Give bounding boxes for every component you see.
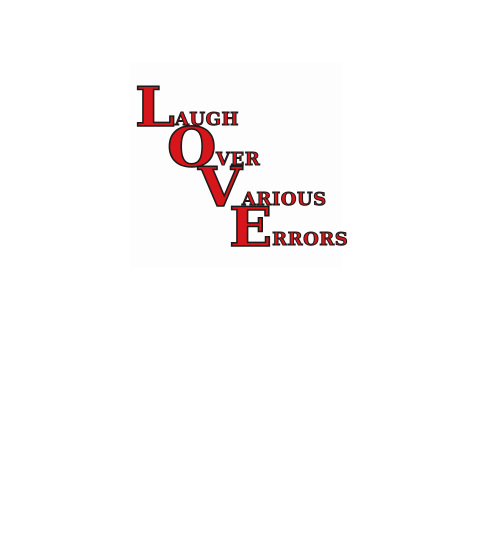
- word-laugh-initial: L: [134, 75, 175, 139]
- word-errors-rest: RRORS: [272, 228, 349, 250]
- word-various-rest: ARIOUS: [241, 188, 327, 210]
- word-laugh-rest: AUGH: [174, 108, 240, 130]
- word-over: O VER: [166, 115, 261, 179]
- word-errors-initial: E: [228, 195, 273, 259]
- word-various-initial: V: [197, 155, 243, 219]
- love-acronym-artwork: [130, 62, 342, 268]
- word-laugh: L AUGH: [134, 75, 240, 139]
- word-over-rest: VER: [216, 148, 261, 170]
- word-various: V ARIOUS: [197, 155, 327, 219]
- word-over-initial: O: [166, 115, 217, 179]
- word-errors: E RRORS: [228, 195, 349, 259]
